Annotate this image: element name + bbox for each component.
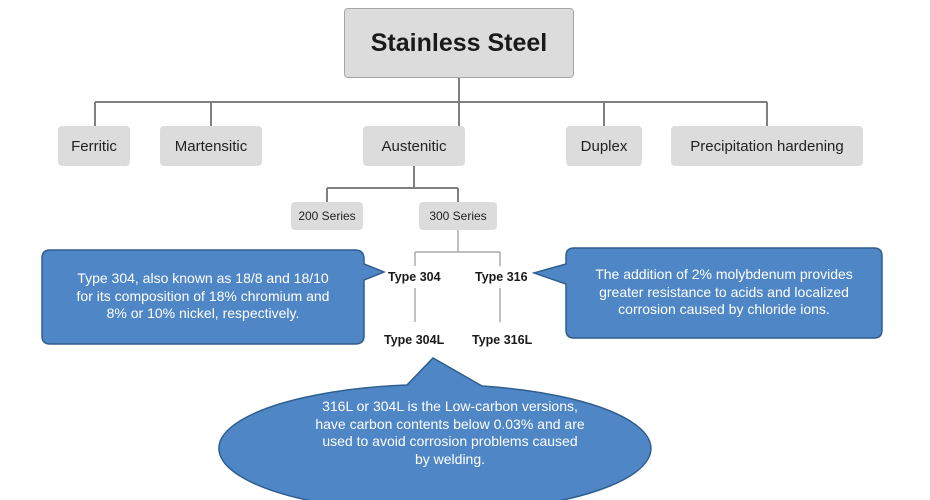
- family-node-martensitic: Martensitic: [160, 126, 262, 166]
- callout-bottom-line: used to avoid corrosion problems caused: [322, 433, 578, 449]
- family-node-duplex: Duplex: [566, 126, 642, 166]
- callout-left-line: 8% or 10% nickel, respectively.: [106, 305, 300, 321]
- family-node-ferritic: Ferritic: [58, 126, 130, 166]
- family-node-austenitic: Austenitic: [363, 126, 465, 166]
- callout-left-text: Type 304, also known as 18/8 and 18/10 f…: [46, 270, 360, 323]
- type-label-304: Type 304: [388, 270, 441, 284]
- callout-bottom-line: 316L or 304L is the Low-carbon versions,: [322, 398, 578, 414]
- callout-right-line: corrosion caused by chloride ions.: [618, 301, 830, 317]
- type-label-304l: Type 304L: [384, 333, 445, 347]
- root-node-stainless-steel: Stainless Steel: [344, 8, 574, 78]
- callout-right-text: The addition of 2% molybdenum provides g…: [570, 266, 878, 319]
- series-node-200: 200 Series: [291, 202, 363, 230]
- callout-left-shape: [41, 249, 387, 345]
- type-label-316: Type 316: [475, 270, 528, 284]
- callout-left-line: for its composition of 18% chromium and: [76, 287, 330, 304]
- callout-bottom-line: by welding.: [414, 450, 486, 467]
- callout-bottom-text: 316L or 304L is the Low-carbon versions,…: [268, 398, 632, 468]
- callout-right-line: The addition of 2% molybdenum provides: [595, 266, 853, 282]
- callout-left-line: Type 304, also known as 18/8 and 18/10: [77, 270, 329, 286]
- family-node-precipitation-hardening: Precipitation hardening: [671, 126, 863, 166]
- type-label-316l: Type 316L: [472, 333, 533, 347]
- callout-right-line: greater resistance to acids and localize…: [599, 283, 849, 300]
- series-node-300: 300 Series: [419, 202, 497, 230]
- callout-right-shape: [531, 247, 883, 339]
- callout-bottom-line: have carbon contents below 0.03% and are: [315, 415, 585, 432]
- callout-bottom-shape: [218, 357, 652, 500]
